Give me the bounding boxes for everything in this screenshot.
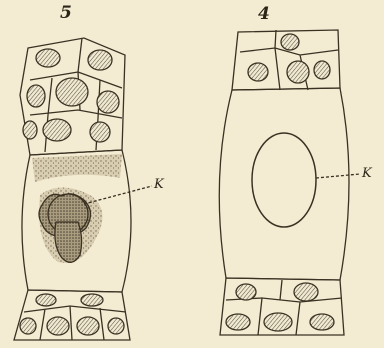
figure-4-lower-cell-nuclei	[226, 283, 334, 331]
figure-4-large-central-cell	[219, 88, 349, 280]
figure-5-k-pointer	[84, 186, 152, 204]
figure-5-nucleus-label: K	[154, 177, 164, 192]
figure-4-number: 4	[258, 4, 270, 24]
figure-5-upper-cell-nuclei	[23, 49, 119, 142]
figure-4-upper-cell-nuclei	[248, 34, 330, 83]
figure-4-k-pointer	[316, 174, 360, 178]
figure-4-nucleus-label: K	[362, 166, 372, 181]
figure-5-number: 5	[60, 3, 72, 23]
figure-5-lower-cell-nuclei	[20, 294, 124, 335]
